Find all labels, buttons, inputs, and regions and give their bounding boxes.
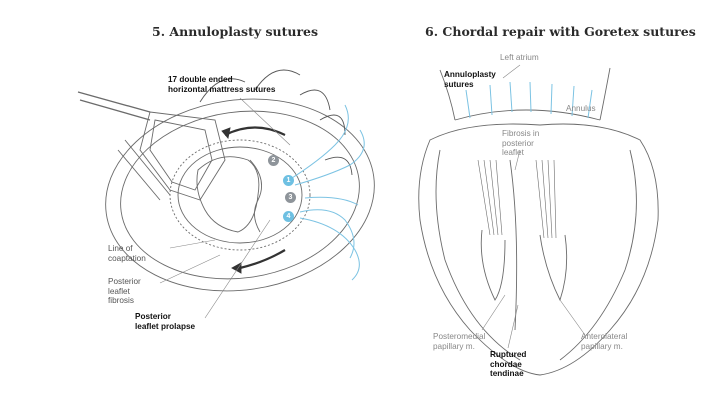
label-anterolateral: Anterolateral papillary m. [581, 332, 628, 351]
label-fibrosis: Posterior leaflet fibrosis [108, 277, 141, 305]
label-annuloplasty: Annuloplasty sutures [444, 70, 496, 89]
panel-title-chordal-repair: 6. Chordal repair with Goretex sutures [425, 24, 696, 39]
label-coaptation: Line of coaptation [108, 244, 146, 263]
annuloplasty-suture-1 [465, 89, 471, 119]
label-left-atrium: Left atrium [500, 53, 539, 62]
arrow-top [224, 126, 286, 136]
blue-suture-1 [291, 104, 349, 179]
left-atrium [439, 67, 611, 121]
marker-3: 3 [285, 192, 296, 203]
label-sutures: 17 double ended horizontal mattress sutu… [168, 75, 276, 94]
posteromedial-papillary [480, 229, 506, 301]
anterolateral-papillary [539, 234, 568, 302]
label-posteromedial: Posteromedial papillary m. [433, 332, 486, 351]
posterior-leaflet [196, 156, 260, 233]
label-ruptured: Ruptured chordae tendinae [490, 350, 527, 378]
outer-annulus [105, 98, 375, 292]
marker-4: 4 [283, 211, 294, 222]
heart-outline [418, 123, 659, 376]
label-annulus: Annulus [566, 104, 596, 113]
panel-title-annuloplasty: 5. Annuloplasty sutures [152, 24, 319, 39]
label-prolapse: Posterior leaflet prolapse [135, 312, 196, 331]
marker-2: 2 [268, 155, 279, 166]
label-fibrosis-leaflet: Fibrosis in posterior leaflet [502, 129, 540, 157]
inner-annulus [169, 139, 311, 251]
arrow-bottom [239, 249, 286, 270]
retractor [77, 91, 151, 121]
marker-1: 1 [283, 175, 294, 186]
